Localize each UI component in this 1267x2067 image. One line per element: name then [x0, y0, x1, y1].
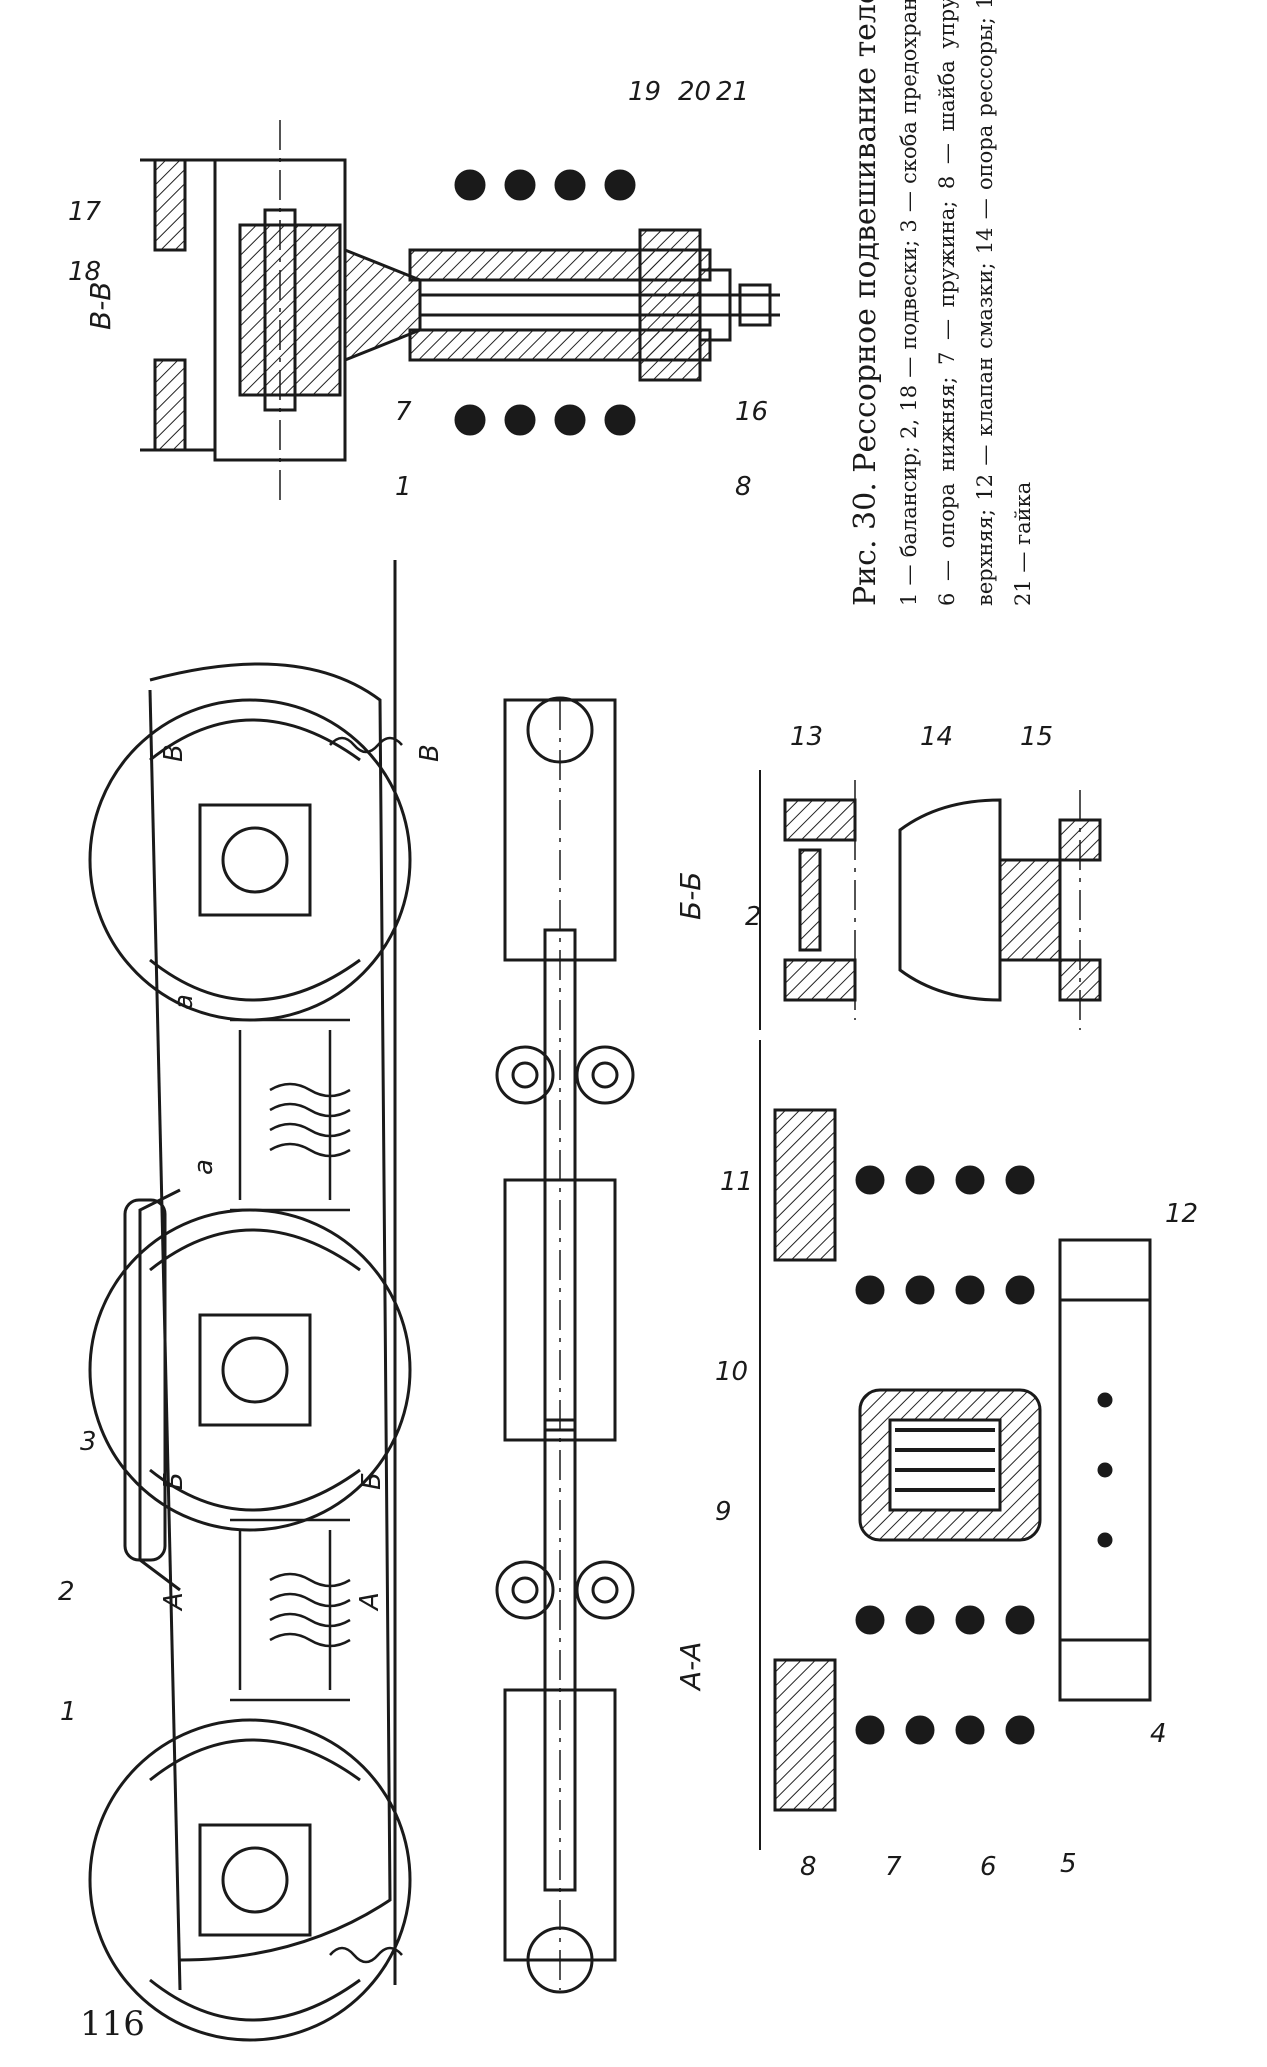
part-labels: 1 1 2 2 3 4 5 6 7 7 8 8 9 10 11 12 13 14…: [58, 77, 1198, 1882]
wheel-3: [88, 1718, 412, 2042]
part-label-4: 4: [1150, 1719, 1167, 1749]
bogie-side-view: [88, 560, 412, 2042]
part-label-8-aa: 8: [800, 1852, 817, 1882]
part-label-17: 17: [68, 197, 102, 227]
cut-mark-b-top: Б: [159, 1472, 189, 1490]
section-titles: В-В А-А Б-Б: [84, 281, 707, 1692]
cut-marks: В В Б Б А А а а: [159, 744, 445, 1612]
spring-set-2: [230, 1518, 351, 1702]
plan-pivot-2: [495, 1560, 635, 1620]
section-title-bb: Б-Б: [674, 871, 707, 920]
dim-a-lower: а: [189, 1159, 219, 1175]
page-number: 116: [80, 2004, 145, 2044]
spring-set-1: [230, 1018, 351, 1212]
part-label-13: 13: [790, 722, 823, 752]
part-label-1-vv: 1: [395, 472, 412, 502]
caption-title: Рис. 30. Рессорное подвешивание тележки:: [848, 0, 883, 606]
part-label-20: 20: [678, 77, 711, 107]
part-label-2-side: 2: [58, 1577, 75, 1607]
part-label-21: 21: [716, 77, 749, 107]
figure-caption: Рис. 30. Рессорное подвешивание тележки:…: [846, 0, 1146, 606]
vv-coil-spring: [454, 169, 636, 436]
part-label-9: 9: [715, 1497, 732, 1527]
cut-mark-a-bottom: А: [355, 1592, 385, 1612]
part-label-5: 5: [1060, 1849, 1077, 1879]
part-label-14: 14: [920, 722, 953, 752]
cut-mark-b-bottom: Б: [357, 1472, 387, 1490]
part-label-2-bb: 2: [745, 902, 762, 932]
section-title-vv: В-В: [84, 281, 117, 330]
part-label-16: 16: [735, 397, 768, 427]
part-label-19: 19: [628, 77, 661, 107]
cut-mark-a-top: А: [159, 1592, 189, 1612]
dim-a-upper: а: [169, 994, 199, 1010]
part-label-3: 3: [80, 1427, 97, 1457]
part-label-10: 10: [715, 1357, 748, 1387]
plan-view: [495, 696, 635, 1994]
section-title-aa: А-А: [674, 1642, 707, 1692]
part-label-15: 15: [1020, 722, 1053, 752]
part-label-6: 6: [980, 1852, 997, 1882]
section-bb: [759, 770, 1102, 1030]
plan-pivot-1: [495, 1045, 635, 1105]
section-vv: [140, 120, 780, 500]
part-label-11: 11: [720, 1167, 753, 1197]
part-label-7-vv: 7: [395, 397, 412, 427]
part-label-8-vv: 8: [735, 472, 752, 502]
cut-mark-v-top: В: [159, 744, 189, 762]
section-aa: [759, 1040, 1152, 1850]
caption-legend: 1 — балансир; 2, 18 — подвески; 3 — скоб…: [897, 0, 1035, 606]
part-label-12: 12: [1165, 1199, 1198, 1229]
aa-spring-bottom: [855, 1605, 1035, 1745]
aa-spring-top: [855, 1165, 1035, 1305]
part-label-1-side: 1: [60, 1697, 77, 1727]
wheel-1: [88, 698, 412, 1022]
part-label-7-aa: 7: [885, 1852, 902, 1882]
part-label-18: 18: [68, 257, 101, 287]
cut-mark-v-bottom: В: [415, 744, 445, 762]
